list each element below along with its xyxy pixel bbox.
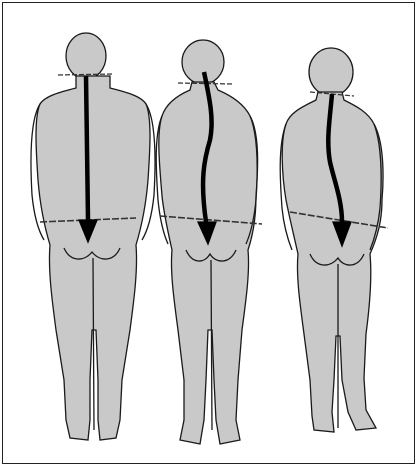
figure-s-curve-spine [156,40,262,444]
torso [159,82,258,444]
torso [282,92,383,432]
figure-straight-spine [31,33,155,440]
spine-arrow [86,76,88,220]
figure-c-curve-spine [280,48,388,432]
head [66,33,106,79]
head [309,48,353,96]
